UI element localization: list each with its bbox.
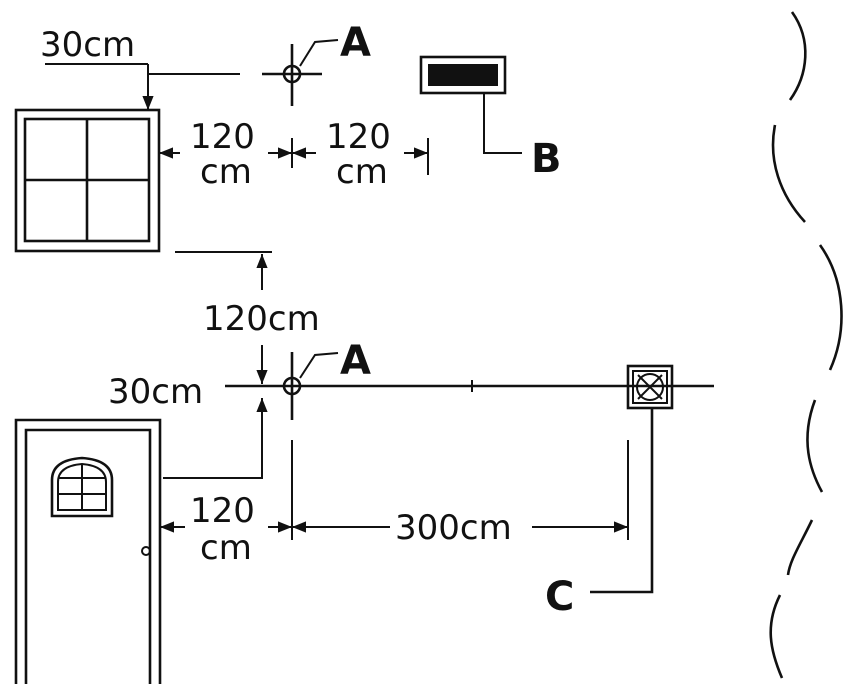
dimension-text-door-a-num: 120 <box>190 491 255 531</box>
dimension-vertical-120cm <box>163 251 272 479</box>
door <box>14 418 162 684</box>
dimension-top-horizontal <box>159 138 429 175</box>
dimension-text-door-a-unit: cm <box>200 528 252 568</box>
dimension-text-a-c: 300cm <box>395 508 512 548</box>
dimension-text-vertical-120: 120cm <box>203 299 320 339</box>
label-a-bottom: A <box>340 338 371 384</box>
fixture-a-top-symbol <box>262 39 339 106</box>
fixture-b-symbol <box>419 55 522 154</box>
dimension-text-window-a-num: 120 <box>190 117 255 157</box>
dimension-text-door-30: 30cm <box>108 372 203 412</box>
label-a-top: A <box>340 20 371 66</box>
dimension-text-a-b-num: 120 <box>326 117 391 157</box>
dimension-text-a-b-unit: cm <box>336 152 388 192</box>
fixture-a-bottom-symbol <box>282 352 339 420</box>
dimension-bottom-horizontal <box>160 440 629 540</box>
dimension-text-window-a-unit: cm <box>200 152 252 192</box>
dimension-top-30cm: 30cm <box>40 25 240 110</box>
wall-break-line <box>769 11 843 679</box>
fixture-c-fan-symbol <box>590 364 674 594</box>
door-knob <box>141 546 151 556</box>
dimension-text-top-30: 30cm <box>40 25 135 65</box>
label-c: C <box>545 574 574 620</box>
window <box>14 108 161 253</box>
label-b: B <box>531 136 562 182</box>
